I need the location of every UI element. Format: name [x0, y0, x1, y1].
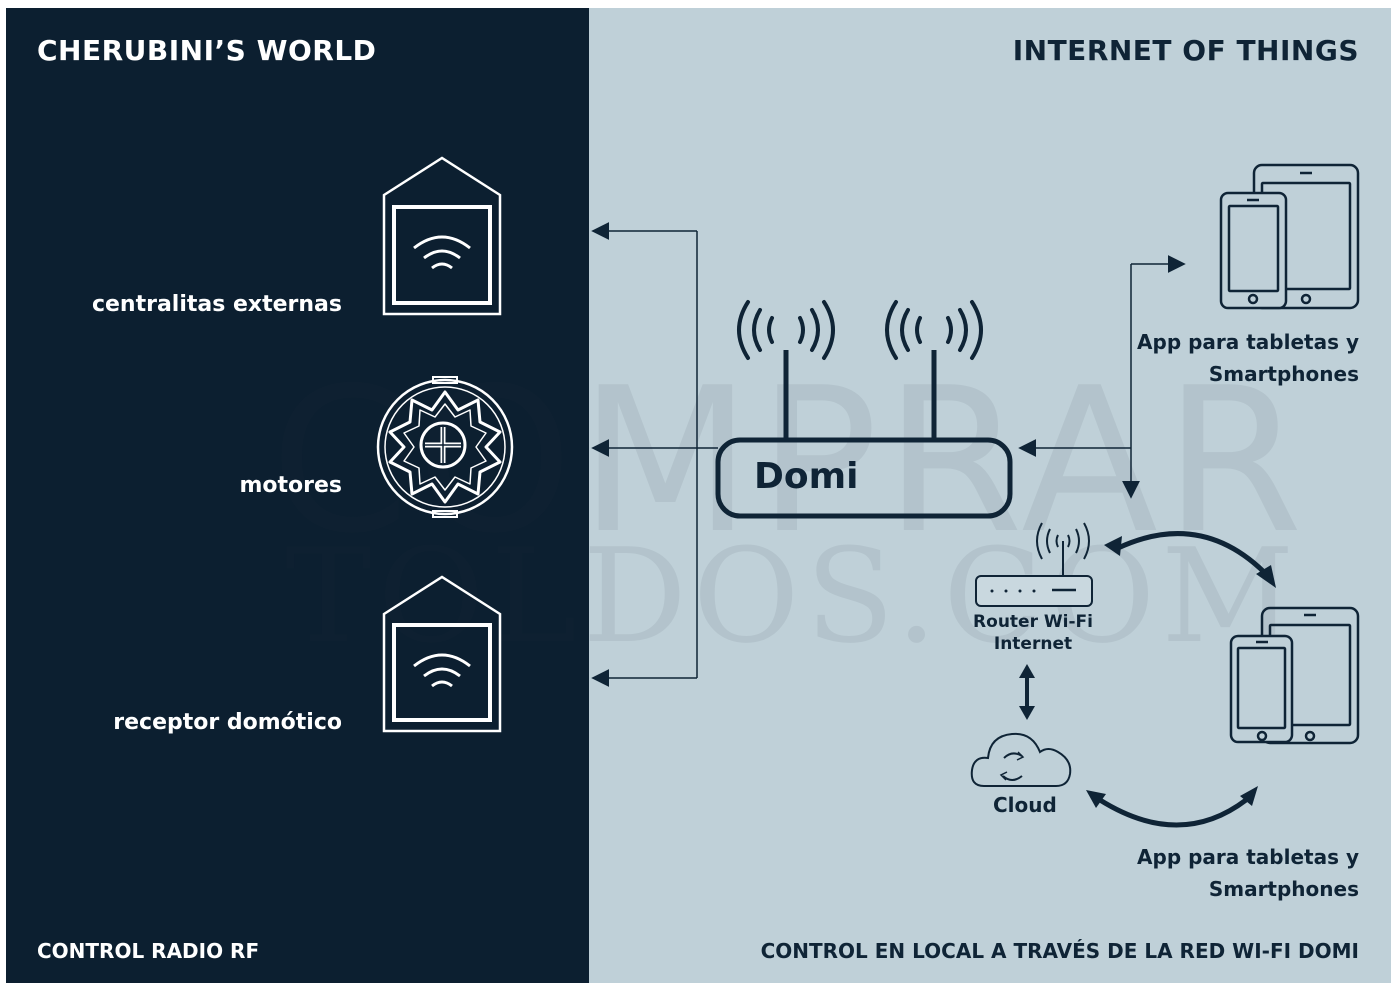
- cloud-icon: [970, 732, 1072, 787]
- router-cloud-arrow: [1019, 664, 1035, 720]
- iot-connectors: [1018, 255, 1186, 499]
- right-title: INTERNET OF THINGS: [1012, 34, 1359, 67]
- router-label-line1: Router Wi-Fi: [973, 612, 1093, 632]
- label-motores: motores: [239, 473, 342, 498]
- motor-icon: [376, 376, 514, 518]
- iot-panel: [589, 8, 1391, 983]
- label-centralitas-externas: centralitas externas: [91, 292, 342, 317]
- tablet-phone-icon-top: [1219, 163, 1360, 310]
- domi-label: Domi: [754, 456, 859, 497]
- receiver-icon: [382, 575, 502, 733]
- wifi-router-icon: [975, 522, 1093, 607]
- app-label-bottom-line1: App para tabletas y: [1137, 845, 1359, 869]
- app-label-bottom: App para tabletas y Smartphones: [1137, 841, 1359, 905]
- wall-controller-icon: [382, 156, 502, 316]
- sync-arrows: [1086, 531, 1276, 828]
- tablet-phone-icon-bottom: [1229, 606, 1360, 745]
- right-footer: CONTROL EN LOCAL A TRAVÉS DE LA RED WI-F…: [760, 939, 1359, 963]
- label-receptor-domotico: receptor domótico: [113, 710, 342, 735]
- left-title: CHERUBINI’S WORLD: [37, 34, 377, 67]
- app-label-bottom-line2: Smartphones: [1208, 877, 1359, 901]
- rf-connectors: [591, 222, 718, 687]
- app-label-top: App para tabletas y Smartphones: [1137, 326, 1359, 390]
- app-label-top-line2: Smartphones: [1208, 362, 1359, 386]
- app-label-top-line1: App para tabletas y: [1137, 330, 1359, 354]
- router-label-line2: Internet: [993, 634, 1073, 654]
- router-label: Router Wi-Fi Internet: [966, 611, 1100, 655]
- cloud-label: Cloud: [993, 793, 1057, 817]
- left-footer: CONTROL RADIO RF: [37, 939, 260, 963]
- domi-router-icon: [715, 300, 1013, 519]
